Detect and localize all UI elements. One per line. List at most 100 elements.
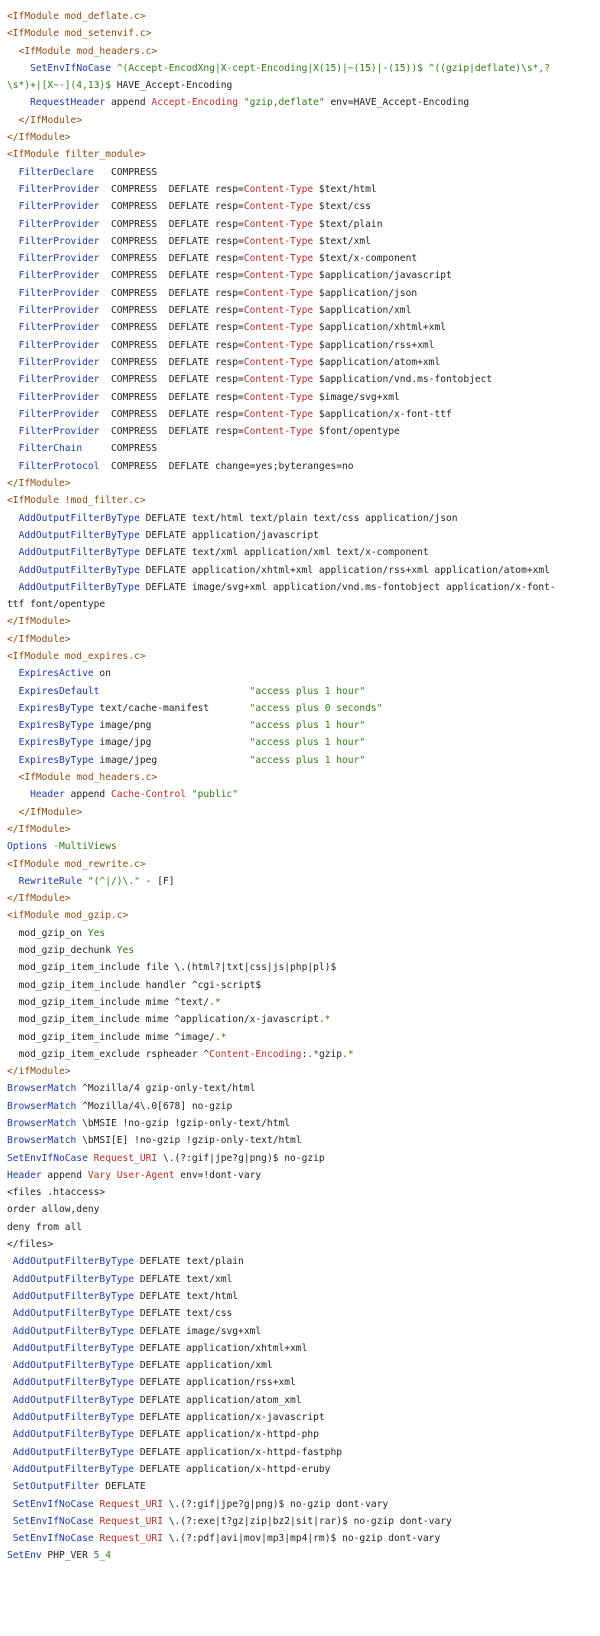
- code-directive: SetOutputFilter: [12, 1481, 100, 1493]
- code-line: AddOutputFilterByType DEFLATE applicatio…: [7, 1392, 600, 1409]
- code-directive: FilterProtocol: [18, 460, 100, 472]
- code-line: ExpiresActive on: [7, 665, 600, 682]
- code-text: DEFLATE application/xhtml+xml applicatio…: [139, 564, 550, 576]
- code-line: ExpiresByType image/jpg "access plus 1 h…: [7, 734, 600, 751]
- code-text: [7, 305, 19, 316]
- code-line: </IfModule>: [7, 804, 600, 821]
- code-line: FilterProvider COMPRESS DEFLATE resp=Con…: [7, 285, 600, 302]
- code-line: <IfModule mod_headers.c>: [7, 43, 600, 60]
- code-text: deny from all: [7, 1221, 83, 1233]
- code-text: [7, 565, 19, 576]
- code-line: </IfModule>: [7, 890, 600, 907]
- code-text: \bMSIE !no-gzip !gzip-only-text/html: [76, 1118, 291, 1129]
- code-text: DEFLATE application/x-httpd-fastphp: [134, 1446, 343, 1458]
- code-text: DEFLATE application/x-javascript: [134, 1412, 325, 1424]
- code-text: \.(?:pdf|avi|mov|mp3|mp4|rm)$ no-gzip do…: [162, 1533, 441, 1545]
- code-directive: Options: [7, 841, 48, 853]
- code-line: AddOutputFilterByType DEFLATE applicatio…: [7, 1340, 600, 1357]
- code-text: COMPRESS DEFLATE resp=: [99, 339, 244, 351]
- code-variable: Content-Type: [243, 339, 314, 351]
- code-variable: Request_URI: [93, 1152, 158, 1164]
- code-directive: BrowserMatch: [7, 1135, 77, 1147]
- code-string: ^(Accept-EncodXng|X-cept-Encoding|X(15)|…: [116, 62, 423, 74]
- code-line: <IfModule mod_rewrite.c>: [7, 856, 600, 873]
- code-line: mod_gzip_item_include mime ^text/.*: [7, 994, 600, 1011]
- code-text: $application/atom+xml: [313, 356, 441, 368]
- code-tag: </IfModule>: [7, 478, 71, 490]
- code-string: "access plus 0 seconds": [249, 702, 383, 714]
- code-tag: <IfModule mod_deflate.c>: [7, 11, 146, 22]
- code-line: AddOutputFilterByType DEFLATE applicatio…: [7, 1357, 600, 1374]
- code-tag: </IfModule>: [7, 893, 71, 905]
- code-text: DEFLATE application/xhtml+xml: [134, 1342, 308, 1354]
- code-directive: AddOutputFilterByType: [12, 1342, 135, 1354]
- code-line: </ifModule>: [7, 1063, 600, 1080]
- code-tag: </IfModule>: [18, 114, 83, 126]
- code-line: AddOutputFilterByType DEFLATE text/html: [7, 1288, 600, 1305]
- code-directive: FilterDeclare: [18, 166, 94, 178]
- code-text: [7, 772, 19, 783]
- code-directive: AddOutputFilterByType: [12, 1429, 135, 1441]
- code-text: [7, 737, 19, 748]
- code-text: [7, 270, 19, 281]
- code-tag: </ifModule>: [7, 1066, 71, 1078]
- code-text: DEFLATE: [99, 1481, 146, 1493]
- code-text: $application/json: [313, 287, 418, 299]
- code-text: - [F]: [139, 875, 175, 887]
- code-variable: Content-Type: [243, 374, 314, 386]
- code-text: [7, 288, 19, 299]
- code-line: order allow,deny: [7, 1201, 600, 1218]
- code-variable: Content-Type: [243, 305, 314, 317]
- code-text: [7, 63, 30, 74]
- code-variable: Content-Type: [243, 391, 314, 403]
- code-text: $application/rss+xml: [313, 339, 435, 351]
- code-text: COMPRESS DEFLATE resp=: [99, 287, 244, 299]
- code-text: DEFLATE image/svg+xml application/vnd.ms…: [139, 581, 556, 593]
- code-variable: Request_URI: [99, 1498, 163, 1510]
- code-text: $application/xml: [313, 305, 412, 317]
- code-text: [7, 409, 19, 420]
- code-directive: AddOutputFilterByType: [12, 1463, 135, 1475]
- code-text: [7, 357, 19, 368]
- code-line: ExpiresByType image/jpeg "access plus 1 …: [7, 752, 600, 769]
- code-text: gzip: [318, 1048, 343, 1060]
- code-text: DEFLATE text/css: [134, 1308, 233, 1320]
- code-directive: SetEnvIfNoCase: [7, 1152, 88, 1164]
- code-variable: Content-Type: [243, 270, 314, 282]
- code-line: FilterProvider COMPRESS DEFLATE resp=Con…: [7, 233, 600, 250]
- code-text: [7, 530, 19, 541]
- code-directive: ExpiresByType: [18, 720, 94, 732]
- code-variable: Content-Type: [243, 253, 314, 265]
- code-text: COMPRESS DEFLATE resp=: [99, 235, 244, 247]
- code-line: FilterProvider COMPRESS DEFLATE resp=Con…: [7, 198, 600, 215]
- code-text: COMPRESS DEFLATE resp=: [99, 374, 244, 386]
- code-directive: ExpiresDefault: [18, 685, 100, 697]
- code-line: <IfModule mod_headers.c>: [7, 769, 600, 786]
- code-text: DEFLATE text/plain: [134, 1256, 244, 1268]
- code-tag: <IfModule !mod_filter.c>: [7, 495, 146, 507]
- code-variable: Content-Type: [243, 426, 314, 438]
- code-directive: FilterProvider: [18, 426, 100, 438]
- code-text: DEFLATE application/javascript: [139, 529, 319, 541]
- code-text: [7, 755, 19, 766]
- code-directive: FilterProvider: [18, 201, 100, 213]
- code-line: AddOutputFilterByType DEFLATE applicatio…: [7, 1461, 600, 1478]
- code-variable: Content-Type: [243, 287, 314, 299]
- code-text: DEFLATE text/html text/plain text/css ap…: [139, 512, 458, 524]
- code-directive: FilterProvider: [18, 374, 100, 386]
- code-directive: AddOutputFilterByType: [12, 1394, 135, 1406]
- code-text: [7, 253, 19, 264]
- code-text: [7, 582, 19, 593]
- code-text: [7, 236, 19, 247]
- code-line: AddOutputFilterByType DEFLATE text/css: [7, 1305, 600, 1322]
- code-text: \.(?:gif|jpe?g|png)$ no-gzip: [157, 1152, 325, 1164]
- code-line: AddOutputFilterByType DEFLATE applicatio…: [7, 1409, 600, 1426]
- code-text: env=!dont-vary: [174, 1169, 262, 1181]
- code-text: [7, 876, 19, 887]
- code-line: <IfModule mod_deflate.c>: [7, 8, 600, 25]
- code-directive: AddOutputFilterByType: [12, 1446, 135, 1458]
- code-text: $image/svg+xml: [313, 391, 400, 403]
- code-variable: Content-Type: [243, 201, 314, 213]
- code-text: mod_gzip_dechunk: [7, 945, 117, 957]
